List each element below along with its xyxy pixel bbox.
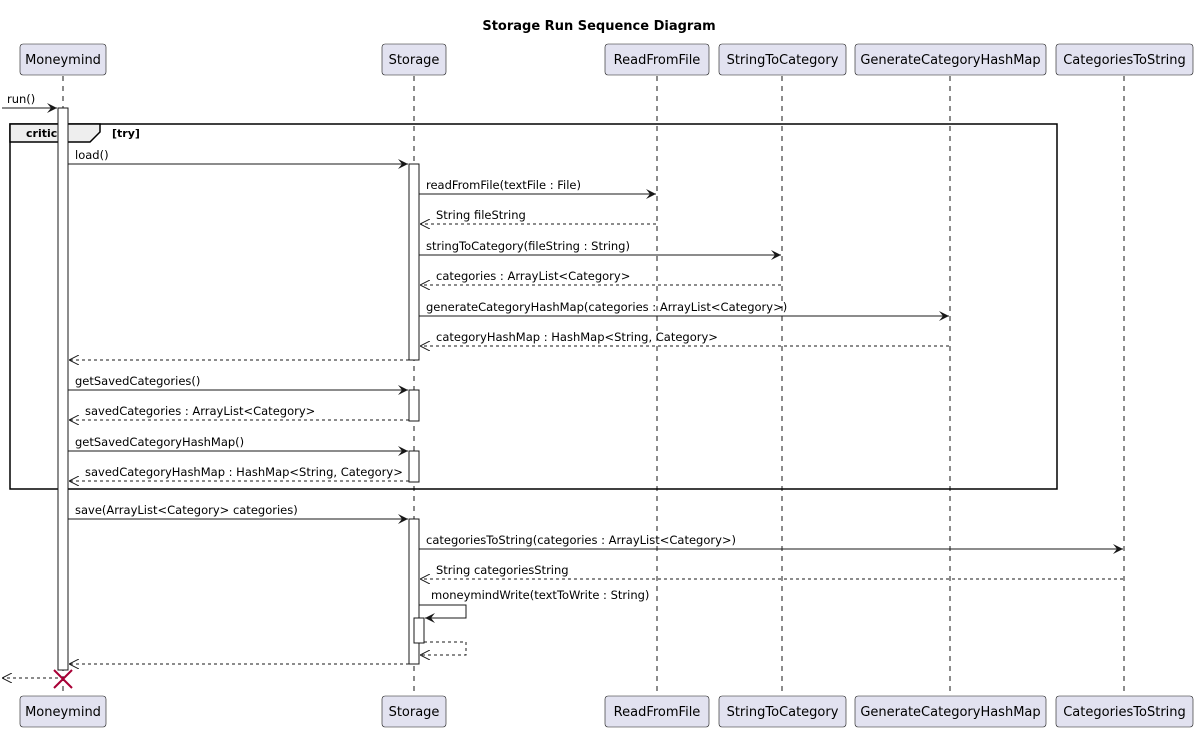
participant-readfromfile-top: ReadFromFile <box>604 43 710 76</box>
activation-storage-moneymindwrite <box>413 617 425 644</box>
participant-moneymind-top: Moneymind <box>19 43 107 76</box>
participant-stringtocategory-top: StringToCategory <box>718 43 847 76</box>
participant-label: Moneymind <box>25 53 101 68</box>
message-label-moneymindwrite: moneymindWrite(textToWrite : String) <box>431 588 649 602</box>
activation-storage-load <box>408 163 420 361</box>
diagram-title: Storage Run Sequence Diagram <box>482 19 715 34</box>
message-label-stringtocategory: stringToCategory(fileString : String) <box>426 239 630 253</box>
participant-label: StringToCategory <box>727 53 839 68</box>
participant-generatecategoryhashmap-bottom: GenerateCategoryHashMap <box>854 695 1047 728</box>
activation-storage-getsavedcategories <box>408 389 420 422</box>
message-label-generatehashmap: generateCategoryHashMap(categories : Arr… <box>426 300 787 314</box>
participant-categoriestostring-bottom: CategoriesToString <box>1055 695 1194 728</box>
message-label-savedcategories-return: savedCategories : ArrayList<Category> <box>85 404 315 418</box>
message-label-categoriestostring: categoriesToString(categories : ArrayLis… <box>426 533 736 547</box>
participant-label: ReadFromFile <box>614 53 701 68</box>
participant-categoriestostring-top: CategoriesToString <box>1055 43 1194 76</box>
participant-stringtocategory-bottom: StringToCategory <box>718 695 847 728</box>
critical-fragment: critical [try] <box>9 123 1058 490</box>
message-arrow-moneymindwrite-return <box>420 641 467 655</box>
activation-storage-save <box>408 518 420 665</box>
activations <box>57 107 425 671</box>
participants: MoneymindMoneymindStorageStorageReadFrom… <box>19 43 1194 728</box>
messages: run() load() readFromFile(textFile : Fil… <box>2 92 1123 678</box>
message-label-load: load() <box>75 148 109 162</box>
participant-label: CategoriesToString <box>1063 705 1186 720</box>
message-label-getsavedhashmap: getSavedCategoryHashMap() <box>75 435 244 449</box>
activation-moneymind <box>57 107 69 671</box>
message-label-hashmap-return: categoryHashMap : HashMap<String, Catego… <box>436 330 718 344</box>
fragment-guard: [try] <box>112 127 140 140</box>
participant-label: StringToCategory <box>727 705 839 720</box>
message-label-run: run() <box>7 92 35 106</box>
participant-label: ReadFromFile <box>614 705 701 720</box>
participant-storage-top: Storage <box>381 43 447 76</box>
message-label-categoriesstring-return: String categoriesString <box>436 563 569 577</box>
message-arrow-moneymindwrite <box>419 604 467 623</box>
message-label-readfromfile: readFromFile(textFile : File) <box>426 178 581 192</box>
message-label-filestring-return: String fileString <box>436 208 526 222</box>
fragment-tab <box>9 123 101 143</box>
participant-readfromfile-bottom: ReadFromFile <box>604 695 710 728</box>
participant-moneymind-bottom: Moneymind <box>19 695 107 728</box>
participant-label: Moneymind <box>25 705 101 720</box>
participant-label: GenerateCategoryHashMap <box>860 705 1040 720</box>
message-label-savedhashmap-return: savedCategoryHashMap : HashMap<String, C… <box>85 465 403 479</box>
participant-storage-bottom: Storage <box>381 695 447 728</box>
message-label-getsavedcategories: getSavedCategories() <box>75 374 200 388</box>
activation-storage-getsavedhashmap <box>408 450 420 483</box>
participant-label: Storage <box>389 705 440 720</box>
participant-label: Storage <box>389 53 440 68</box>
message-label-categories-return: categories : ArrayList<Category> <box>436 269 630 283</box>
participant-generatecategoryhashmap-top: GenerateCategoryHashMap <box>854 43 1047 76</box>
fragment-frame <box>9 123 1058 490</box>
message-label-save: save(ArrayList<Category> categories) <box>75 503 298 517</box>
destroy-icon <box>53 669 73 689</box>
participant-label: CategoriesToString <box>1063 53 1186 68</box>
lifelines <box>62 76 1125 696</box>
participant-label: GenerateCategoryHashMap <box>860 53 1040 68</box>
